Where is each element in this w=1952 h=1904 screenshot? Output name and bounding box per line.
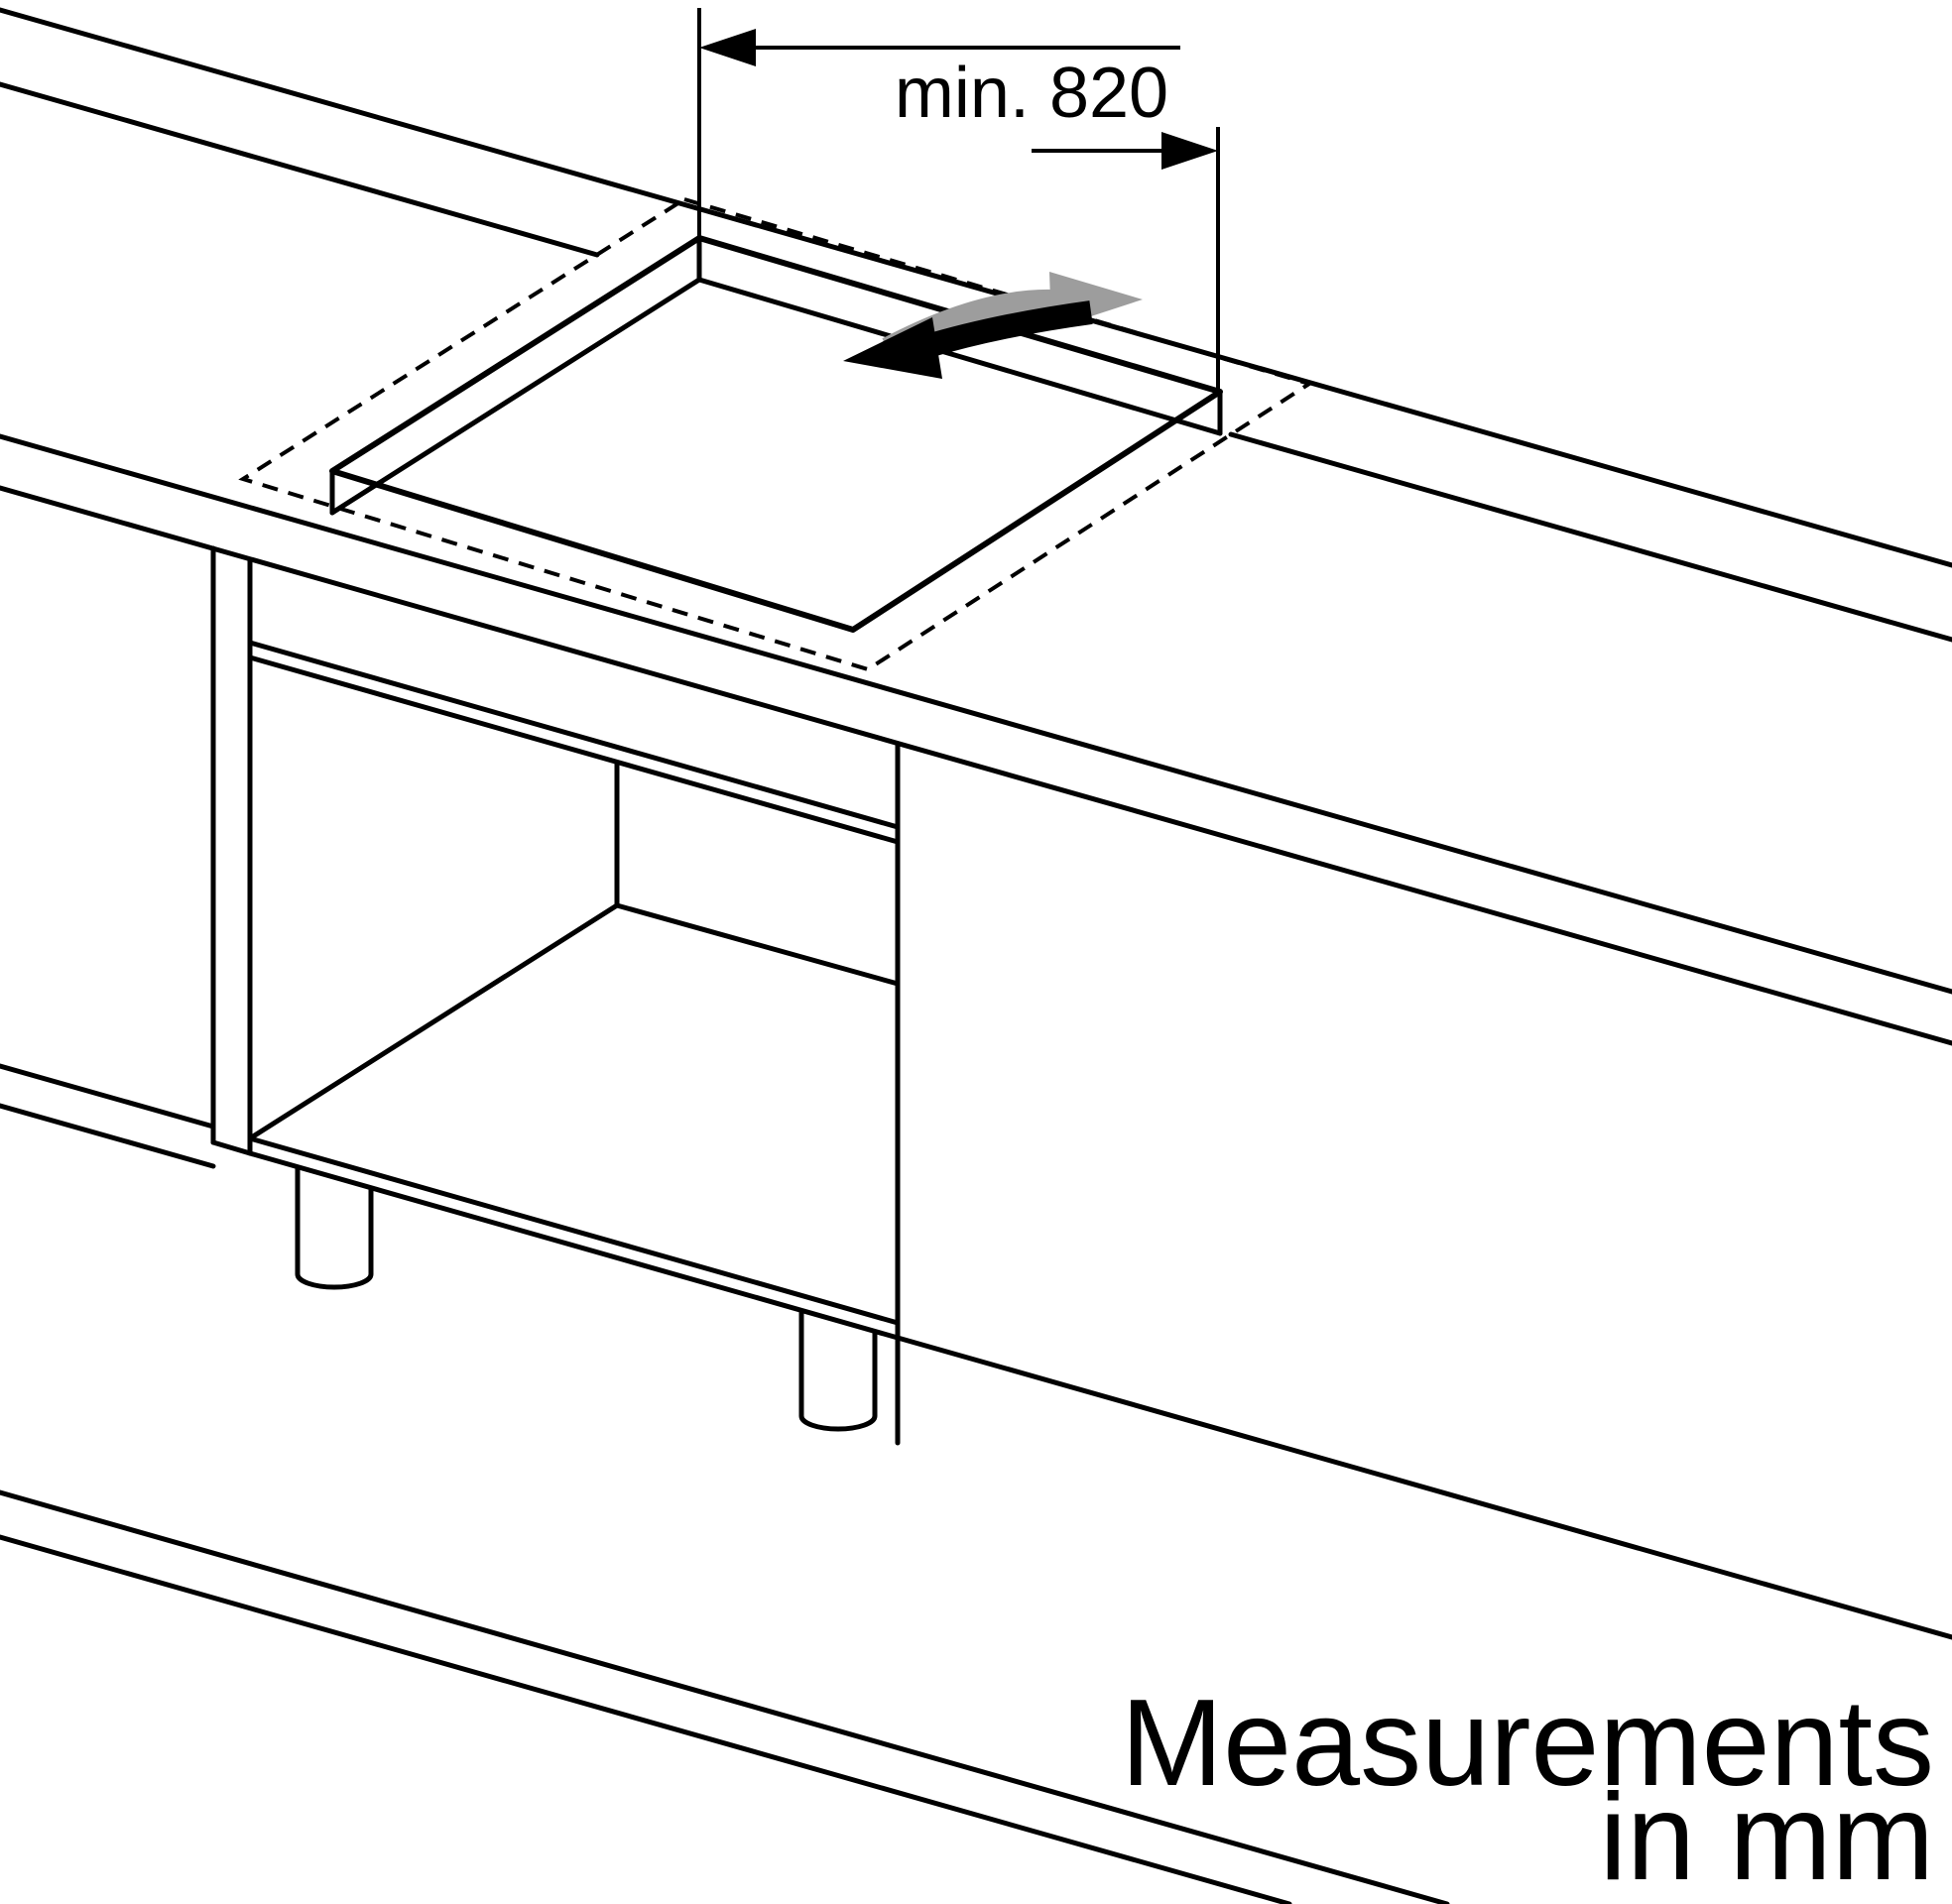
floor-line-left-lower: [0, 1103, 216, 1169]
worktop-wall-line-left: [0, 81, 600, 258]
measurement-note-line1: Measurements: [1121, 1675, 1934, 1812]
cabinet-top-rail-upper: [247, 640, 901, 830]
cabinet-bottom-rail-lower: [247, 1150, 901, 1341]
cabinet-top-rail-lower: [247, 654, 901, 845]
cabinet: [210, 545, 901, 1446]
cutout-inner-left-edge: [329, 277, 702, 516]
worktop-wall-line-right: [1228, 431, 1952, 643]
worktop: [0, 7, 1952, 1046]
cabinet-foot-left: [295, 1165, 374, 1290]
cabinet-interior-floor-left-edge: [247, 902, 620, 1141]
measurement-note-line2: in mm: [1599, 1769, 1934, 1904]
dimension-min-820: min. 820: [697, 8, 1220, 392]
cabinet-foot-right: [798, 1309, 878, 1432]
floor-line-front-lower: [0, 1534, 1292, 1904]
dimension-label: min. 820: [895, 54, 1168, 133]
cabinet-interior-floor-back-edge: [614, 902, 901, 987]
worktop-front-edge-bottom: [0, 485, 1952, 1046]
slide-direction-arrows: [843, 272, 1143, 379]
slide-arrow-black-body: [920, 300, 1093, 359]
dimension-arrow-right-icon: [1161, 132, 1218, 170]
hob-outline-dashed: [238, 196, 1314, 672]
measurement-note: Measurements in mm: [1121, 1675, 1934, 1904]
floor-line-right: [895, 1335, 1952, 1640]
worktop-back-edge: [0, 7, 1952, 568]
cabinet-bottom-rail-upper: [247, 1135, 901, 1326]
worktop-front-edge-top: [0, 433, 1952, 995]
dimension-arrow-left-icon: [699, 29, 756, 66]
cabinet-left-panel-bottom-edge: [210, 1139, 253, 1156]
floor-line-left-upper: [0, 1063, 216, 1130]
cutout-opening: [329, 235, 1223, 633]
cutout-outline: [329, 235, 1223, 633]
slide-arrow-black-head-icon: [843, 317, 942, 379]
floor-lines: [0, 1063, 1952, 1904]
cutout-inner-back-edge: [696, 277, 1223, 436]
floor-line-front-upper: [0, 1489, 1450, 1904]
